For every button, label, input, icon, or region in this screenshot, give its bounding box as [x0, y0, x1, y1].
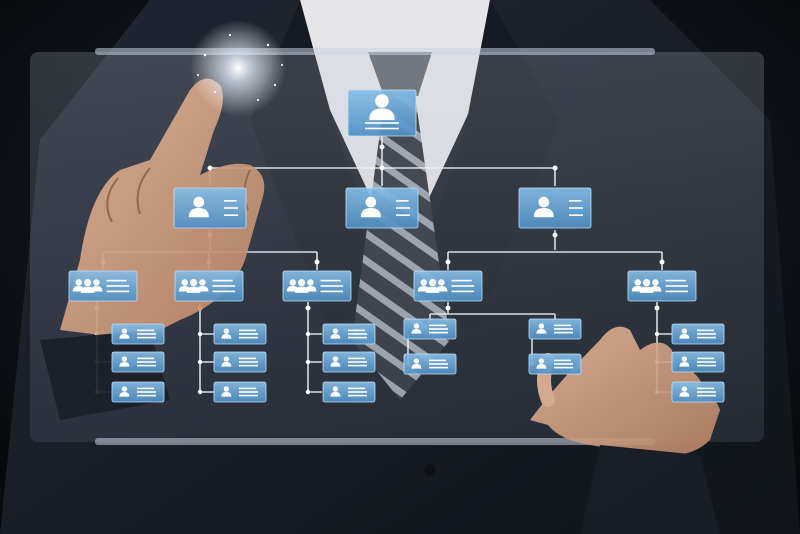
org-card-l3-b-1	[213, 351, 267, 373]
fingertip-glow	[190, 20, 286, 116]
org-card-l2-a	[68, 270, 138, 302]
person-icon	[330, 356, 341, 367]
org-card-l3-b-2	[213, 381, 267, 403]
org-card-l3-a-2	[111, 381, 165, 403]
org-card-l3-c-0	[322, 323, 376, 345]
jacket-button	[424, 464, 436, 476]
person-icon	[369, 94, 395, 121]
person-icon	[119, 356, 130, 367]
person-icon	[221, 386, 232, 397]
org-card-l3-c-2	[322, 381, 376, 403]
hologram-panel	[30, 52, 764, 442]
org-card-l3-e-0	[671, 323, 725, 345]
org-card-l3-c-1	[322, 351, 376, 373]
group-icon	[631, 279, 662, 293]
person-icon	[119, 328, 130, 339]
org-card-l3-b-0	[213, 323, 267, 345]
org-card-l3-a-1	[111, 351, 165, 373]
panel-bottom-bar	[95, 438, 655, 445]
person-icon	[679, 386, 690, 397]
org-chart-cards	[68, 89, 725, 403]
panel-top-bar	[95, 48, 655, 55]
org-card-l3-d-right-0	[528, 318, 582, 340]
text-lines	[429, 359, 448, 369]
org-card-l3-a-0	[111, 323, 165, 345]
text-lines	[697, 387, 716, 397]
text-lines	[697, 329, 716, 339]
text-lines	[697, 357, 716, 367]
text-lines	[554, 324, 573, 334]
group-icon	[286, 279, 317, 293]
text-lines	[365, 122, 399, 130]
org-card-l3-d-left-1	[403, 353, 457, 375]
org-card-l2-e	[627, 270, 697, 302]
text-lines	[396, 200, 410, 216]
text-lines	[137, 357, 156, 367]
text-lines	[451, 279, 474, 293]
org-card-l3-d-right-1	[528, 353, 582, 375]
person-icon	[679, 356, 690, 367]
org-card-l2-d	[413, 270, 483, 302]
text-lines	[106, 279, 129, 293]
text-lines	[239, 329, 258, 339]
person-icon	[411, 358, 422, 369]
text-lines	[239, 357, 258, 367]
org-card-l1-left	[173, 187, 247, 229]
person-icon	[188, 196, 209, 218]
org-card-l3-e-2	[671, 381, 725, 403]
person-icon	[679, 328, 690, 339]
sparkles	[197, 33, 283, 101]
text-lines	[429, 324, 448, 334]
text-lines	[348, 387, 367, 397]
text-lines	[212, 279, 235, 293]
person-icon	[536, 358, 547, 369]
org-card-l3-d-left-0	[403, 318, 457, 340]
text-lines	[224, 200, 238, 216]
text-lines	[348, 357, 367, 367]
text-lines	[665, 279, 688, 293]
person-icon	[221, 328, 232, 339]
text-lines	[239, 387, 258, 397]
person-icon	[221, 356, 232, 367]
org-card-l3-e-1	[671, 351, 725, 373]
person-icon	[330, 328, 341, 339]
org-card-l1-right	[518, 187, 592, 229]
person-icon	[411, 323, 422, 334]
text-lines	[348, 329, 367, 339]
person-icon	[533, 196, 554, 218]
org-card-l2-b	[174, 270, 244, 302]
org-card-l1-mid	[345, 187, 419, 229]
text-lines	[569, 200, 583, 216]
text-lines	[137, 329, 156, 339]
group-icon	[417, 279, 448, 293]
person-icon	[360, 196, 381, 218]
org-card-l2-c	[282, 270, 352, 302]
group-icon	[178, 279, 209, 293]
text-lines	[320, 279, 343, 293]
group-icon	[72, 279, 103, 293]
person-icon	[119, 386, 130, 397]
text-lines	[554, 359, 573, 369]
right-hand	[530, 326, 720, 534]
person-icon	[536, 323, 547, 334]
person-icon	[330, 386, 341, 397]
text-lines	[137, 387, 156, 397]
org-card-root	[347, 89, 417, 137]
